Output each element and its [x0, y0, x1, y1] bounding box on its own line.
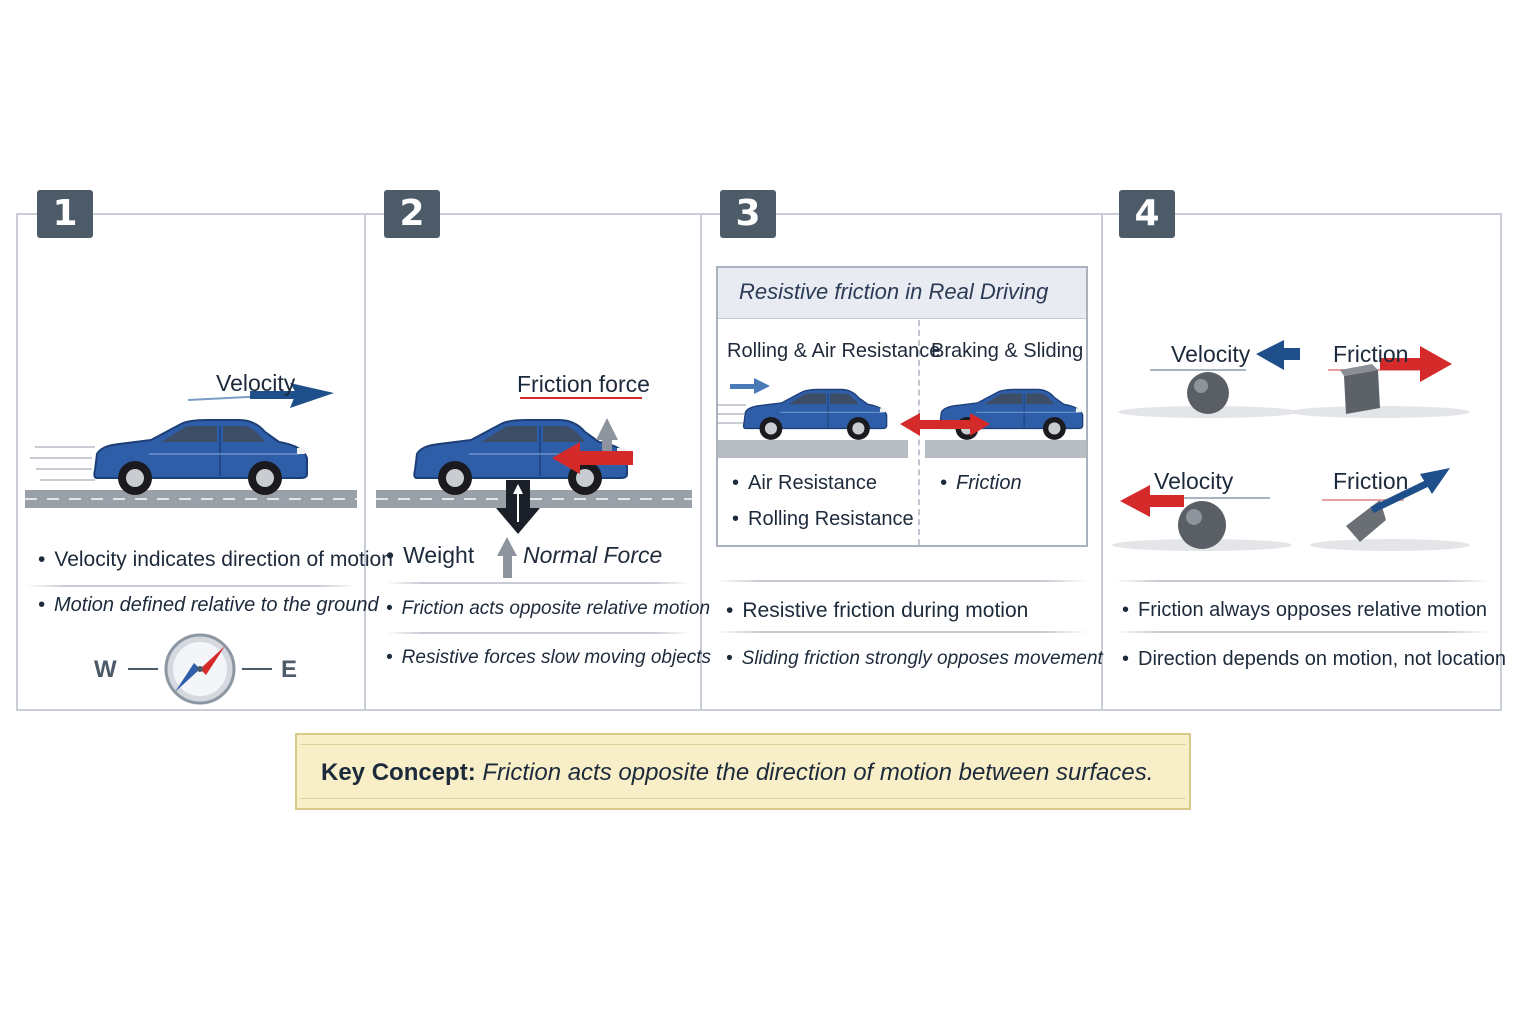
panel-2-bullet-2: Resistive forces slow moving objects: [386, 647, 711, 669]
real-driving-box-header: [718, 268, 1086, 319]
panel-4-bullet-1: Friction always opposes relative motion: [1122, 599, 1487, 622]
air-resistance-item: Air Resistance: [732, 472, 877, 495]
panel-number-1: 1: [37, 190, 93, 238]
panel-3-bullet-2: Sliding friction strongly opposes moveme…: [726, 648, 1103, 670]
friction-arrow-icon: [552, 442, 580, 474]
key-concept-rule: [300, 744, 1186, 745]
up-arrow-icon: [596, 418, 618, 440]
separator: [26, 585, 356, 587]
normal-force-arrow-icon: [497, 537, 517, 556]
key-concept-text: Key Concept: Friction acts opposite the …: [321, 759, 1153, 787]
panel-1-graphics: [25, 383, 357, 705]
car-icon: [742, 388, 888, 441]
panel-divider-1: [364, 213, 366, 711]
separator: [386, 582, 690, 584]
panel-2-graphics: [376, 397, 692, 578]
key-concept-statement: Friction acts opposite the direction of …: [482, 759, 1154, 786]
road: [718, 440, 908, 458]
separator: [386, 632, 690, 634]
compass-east-label: E: [281, 656, 298, 683]
ball-icon: [1178, 501, 1226, 549]
panel-divider-2: [700, 213, 702, 711]
key-concept-rule: [300, 798, 1186, 799]
air-resistance-arrow-icon: [754, 378, 770, 394]
separator: [716, 631, 1088, 633]
panel-1-bullet-2: Motion defined relative to the ground: [38, 594, 379, 617]
top-friction-label: Friction: [1333, 341, 1409, 367]
separator: [716, 580, 1088, 582]
panel-4-graphics: [1112, 340, 1470, 551]
speed-lines: [30, 446, 95, 481]
bottom-friction-label: Friction: [1333, 468, 1409, 494]
friction-force-label: Friction force: [517, 371, 650, 397]
real-driving-title: Resistive friction in Real Driving: [739, 279, 1049, 304]
panel-1-bullet-1: Velocity indicates direction of motion: [38, 548, 393, 572]
separator: [1114, 580, 1490, 582]
friction-right-arrow-icon: [1420, 346, 1452, 382]
top-velocity-label: Velocity: [1171, 341, 1251, 367]
car-icon: [93, 418, 309, 497]
velocity-arrow-icon: [290, 383, 334, 408]
braking-sliding-heading: Braking & Sliding: [931, 340, 1084, 362]
panel-4-bullet-2: Direction depends on motion, not locatio…: [1122, 648, 1506, 671]
compass-icon: [128, 633, 272, 705]
panel-divider-3: [1101, 213, 1103, 711]
velocity-label: Velocity: [216, 370, 296, 396]
panel-2-bullet-1: Friction acts opposite relative motion: [386, 598, 710, 620]
velocity-left-arrow-icon: [1256, 340, 1284, 370]
normal-force-label: Normal Force: [523, 542, 663, 568]
velocity-left-arrow-icon: [1120, 485, 1150, 517]
panel-number-3: 3: [720, 190, 776, 238]
panel-3-graphics: [718, 378, 1086, 458]
key-concept-label: Key Concept:: [321, 759, 476, 786]
panel-number-4: 4: [1119, 190, 1175, 238]
rolling-resistance-item: Rolling Resistance: [732, 508, 914, 531]
weight-label: Weight: [386, 542, 474, 569]
friction-double-arrow-icon: [900, 413, 920, 436]
friction-item: Friction: [940, 472, 1022, 495]
car-icon: [938, 388, 1084, 441]
block-icon: [1344, 370, 1380, 414]
friction-diagonal-arrow-icon: [1420, 468, 1450, 494]
compass-west-label: W: [94, 656, 117, 683]
panel-3-bullet-1: Resistive friction during motion: [726, 599, 1028, 623]
panel-number-2: 2: [384, 190, 440, 238]
road: [25, 490, 357, 508]
road: [925, 440, 1086, 458]
key-concept-box: [295, 733, 1191, 810]
ball-icon: [1187, 372, 1229, 414]
separator: [1114, 631, 1490, 633]
bottom-velocity-label: Velocity: [1154, 468, 1234, 494]
rolling-air-heading: Rolling & Air Resistance: [727, 340, 941, 362]
